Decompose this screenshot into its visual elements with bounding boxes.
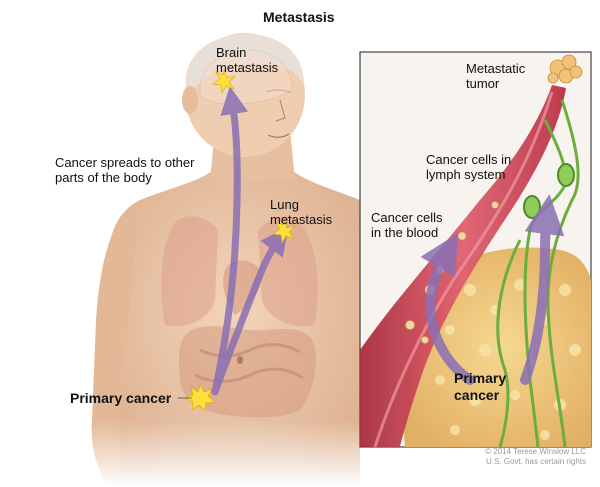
metastatic-tumor-label-line2: tumor [466,76,500,91]
lymph-system-label-line2: lymph system [426,167,506,182]
cancer-spreads-label-line1: Cancer spreads to other [55,155,195,170]
lung-metastasis-label-line1: Lung [270,197,299,212]
blood-cells-label-line1: Cancer cells [371,210,443,225]
blood-cells-label-line2: in the blood [371,225,439,240]
lymph-system-label-line1: Cancer cells in [426,152,512,167]
primary-cancer-label: Primary cancer [70,390,172,406]
metastatic-tumor-cluster [547,54,583,84]
primary-cancer-inset-label: Primary cancer [454,370,506,404]
primary-cancer-star [184,384,216,412]
primary-cancer-inset-label-line1: Primary [454,370,507,386]
lymph-system-label: Cancer cells in lymph system [426,152,511,182]
brain-metastasis-label: Brain metastasis [216,45,278,75]
inset-arrows [420,194,565,385]
lung-metastasis-star [272,218,296,244]
cancer-spreads-label-line2: parts of the body [55,170,152,185]
cancer-spreads-label: Cancer spreads to other parts of the bod… [55,155,194,185]
copyright-line2: U.S. Govt. has certain rights [485,457,586,466]
metastatic-tumor-label-line1: Metastatic [466,61,526,76]
copyright-line1: © 2014 Terese Winslow LLC [485,447,586,456]
lung-metastasis-label-line2: metastasis [270,212,333,227]
metastatic-tumor-label: Metastatic tumor [466,61,525,91]
copyright-notice: © 2014 Terese Winslow LLC U.S. Govt. has… [485,447,586,467]
brain-metastasis-label-line1: Brain [216,45,247,60]
brain-metastasis-label-line2: metastasis [216,60,279,75]
blood-cells-label: Cancer cells in the blood [371,210,443,240]
diagram-title: Metastasis [263,9,335,25]
inset-panel [359,51,592,448]
lung-metastasis-label: Lung metastasis [270,197,332,227]
primary-cancer-inset-label-line2: cancer [454,387,500,403]
spread-arrows [211,86,289,396]
human-figure [80,33,380,487]
brain-metastasis-star [212,68,236,94]
